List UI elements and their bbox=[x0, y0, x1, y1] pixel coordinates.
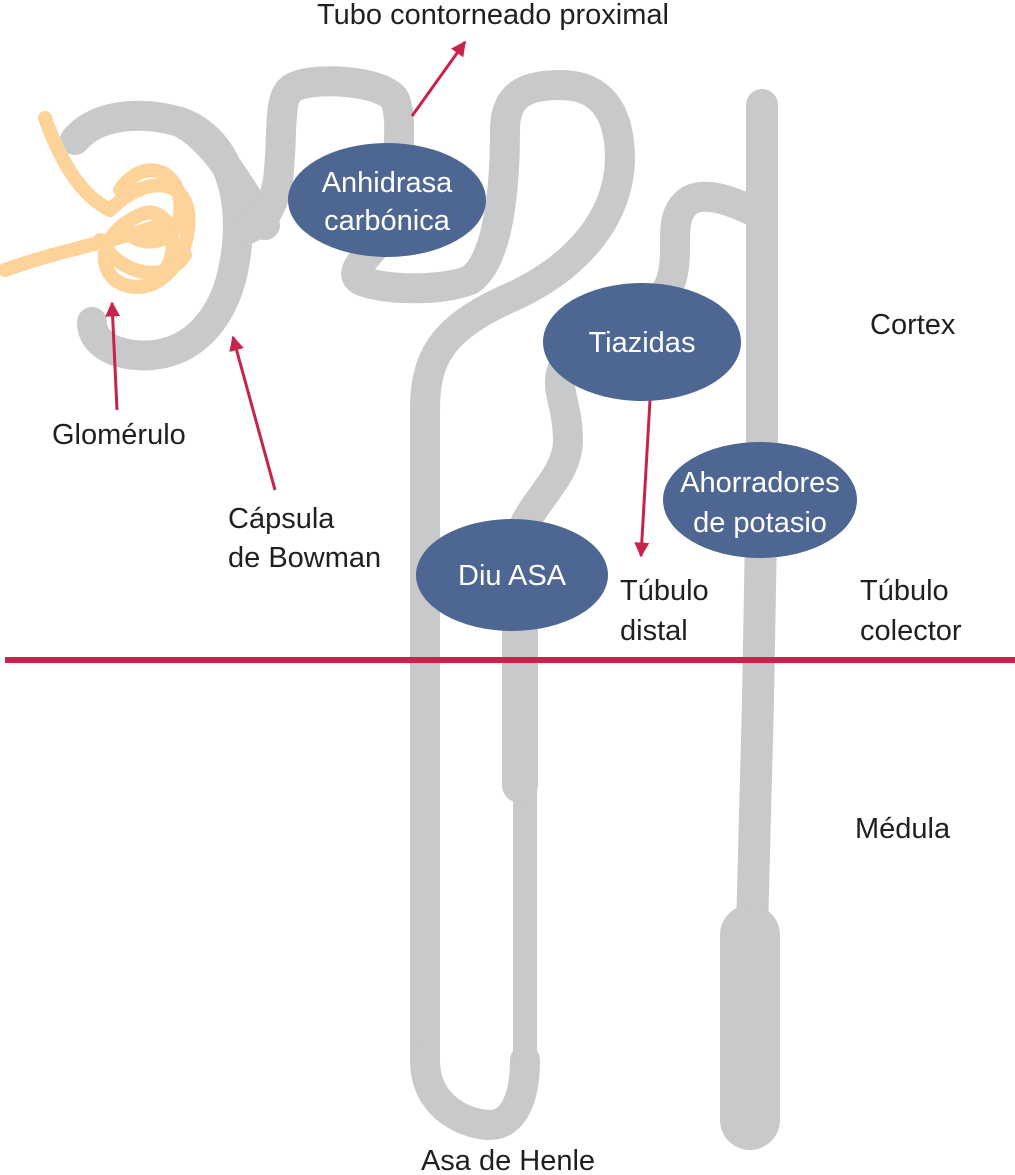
thiazides-label: Tiazidas bbox=[589, 327, 696, 359]
carbonic-anhydrase-line2: carbónica bbox=[324, 205, 451, 237]
bowman-capsule-label-line1: Cápsula bbox=[228, 503, 335, 535]
arrow-bowman-capsule bbox=[229, 335, 277, 491]
distal-tubule-label-line2: distal bbox=[620, 615, 688, 647]
collecting-duct-label-line1: Túbulo bbox=[860, 575, 949, 607]
arrow-proximal-tubule bbox=[410, 40, 467, 117]
loop-of-henle-label: Asa de Henle bbox=[421, 1145, 595, 1175]
potassium-sparing-line1: Ahorradores bbox=[680, 467, 840, 499]
proximal-tubule bbox=[223, 66, 635, 1075]
potassium-sparing-badge: Ahorradores de potasio bbox=[663, 442, 857, 558]
proximal-tubule-label: Tubo contorneado proximal bbox=[317, 0, 669, 31]
arrow-glomerulus bbox=[105, 301, 121, 411]
distal-tubule-label-line1: Túbulo bbox=[620, 575, 709, 607]
glomerulus-label: Glomérulo bbox=[52, 419, 186, 451]
collecting-duct bbox=[736, 89, 778, 946]
bowman-capsule-label-line2: de Bowman bbox=[228, 542, 381, 574]
glomerulus bbox=[0, 111, 196, 294]
arrow-thiazides bbox=[634, 399, 652, 558]
thiazides-badge: Tiazidas bbox=[543, 283, 741, 401]
henle-loop-bend bbox=[410, 1045, 540, 1141]
medulla-label: Médula bbox=[855, 813, 951, 845]
bowman-capsule bbox=[60, 100, 280, 371]
collecting-duct-label-line2: colector bbox=[860, 615, 962, 647]
potassium-sparing-line2: de potasio bbox=[693, 507, 827, 539]
cortex-label: Cortex bbox=[870, 309, 956, 341]
collecting-duct-end bbox=[720, 905, 780, 1150]
loop-diuretics-badge: Diu ASA bbox=[416, 519, 608, 631]
carbonic-anhydrase-line1: Anhidrasa bbox=[322, 167, 453, 199]
loop-diuretics-label: Diu ASA bbox=[458, 560, 567, 592]
carbonic-anhydrase-inhibitor-badge: Anhidrasa carbónica bbox=[288, 143, 486, 257]
